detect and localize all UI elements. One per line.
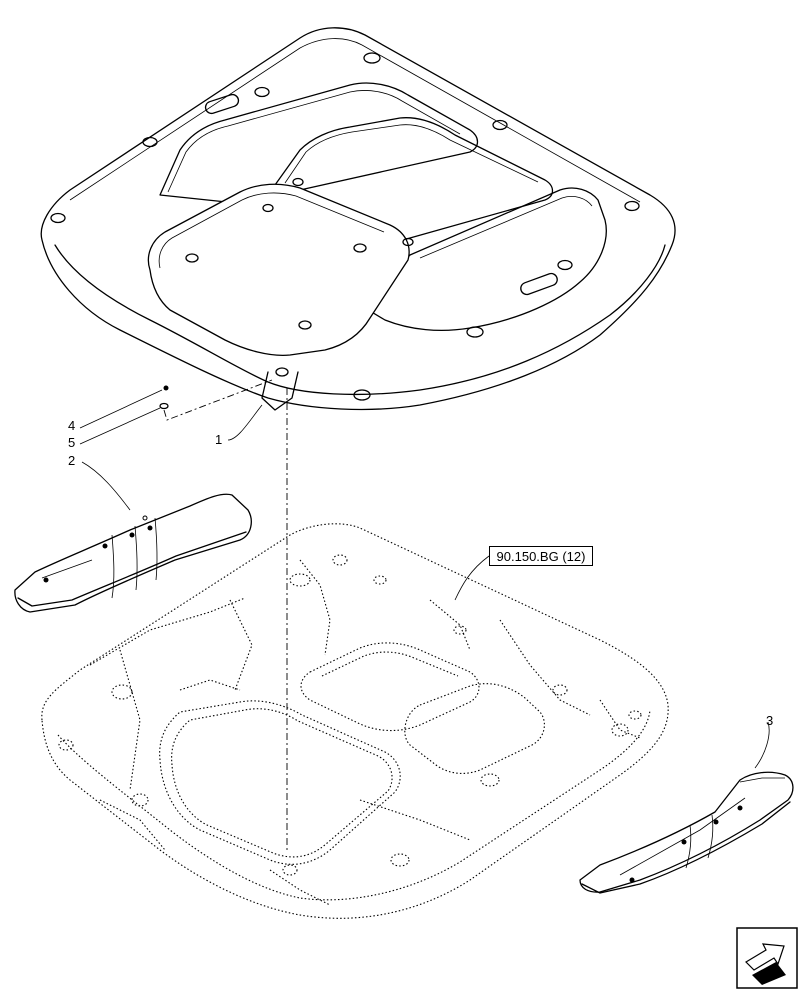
insulation-strip-part-3: [579, 771, 794, 894]
leader-line-5: [79, 407, 161, 445]
next-page-arrow-icon[interactable]: [736, 927, 798, 989]
callout-4: 4: [68, 418, 76, 433]
cross-reference-label[interactable]: 90.150.BG (12): [489, 546, 593, 566]
leader-line-1: [227, 404, 263, 441]
assembly-axis-small-parts: [163, 379, 273, 421]
leader-line-3: [754, 721, 770, 769]
leader-line-2: [81, 461, 131, 511]
leader-line-ref: [454, 555, 490, 601]
callout-1: 1: [215, 432, 223, 447]
callout-2: 2: [68, 453, 76, 468]
leader-line-4: [79, 389, 163, 429]
screw-part-4: [163, 385, 169, 391]
callout-3: 3: [766, 713, 774, 728]
headliner-panel: [40, 27, 676, 411]
cab-roof-structure-reference: [41, 523, 669, 919]
callout-5: 5: [68, 435, 76, 450]
washer-part-5: [159, 402, 169, 410]
insulation-pad-part-2: [14, 493, 252, 613]
